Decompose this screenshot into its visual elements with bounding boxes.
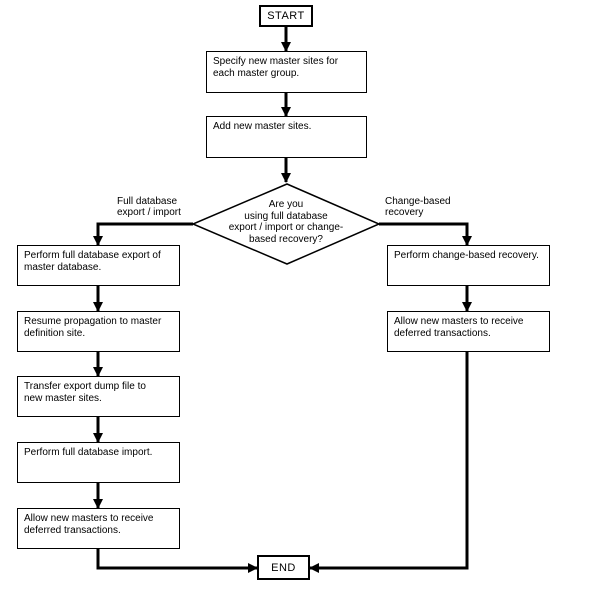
node-add-sites: Add new master sites. (206, 116, 367, 158)
node-transfer-dump: Transfer export dump file to new master … (17, 376, 180, 417)
branch-label-left: Full database export / import (117, 196, 181, 218)
node-resume-propagation: Resume propagation to master definition … (17, 311, 180, 352)
node-specify-sites: Specify new master sites for each master… (206, 51, 367, 93)
node-perform-recovery: Perform change-based recovery. (387, 245, 550, 286)
connector-decision-to-export (93, 222, 193, 246)
connector-allow-left-to-end (96, 549, 258, 573)
connector-decision-to-recovery (379, 222, 472, 246)
node-end: END (257, 555, 310, 580)
branch-label-right: Change-based recovery (385, 196, 451, 218)
node-allow-deferred-right: Allow new masters to receive deferred tr… (387, 311, 550, 352)
node-full-import: Perform full database import. (17, 442, 180, 483)
decision-label: Are you using full database export / imp… (228, 199, 344, 245)
node-start: START (259, 5, 313, 27)
connector-allow-right-to-end (309, 352, 469, 573)
decision-diamond (191, 183, 381, 265)
node-export-master: Perform full database export of master d… (17, 245, 180, 286)
node-allow-deferred-left: Allow new masters to receive deferred tr… (17, 508, 180, 549)
